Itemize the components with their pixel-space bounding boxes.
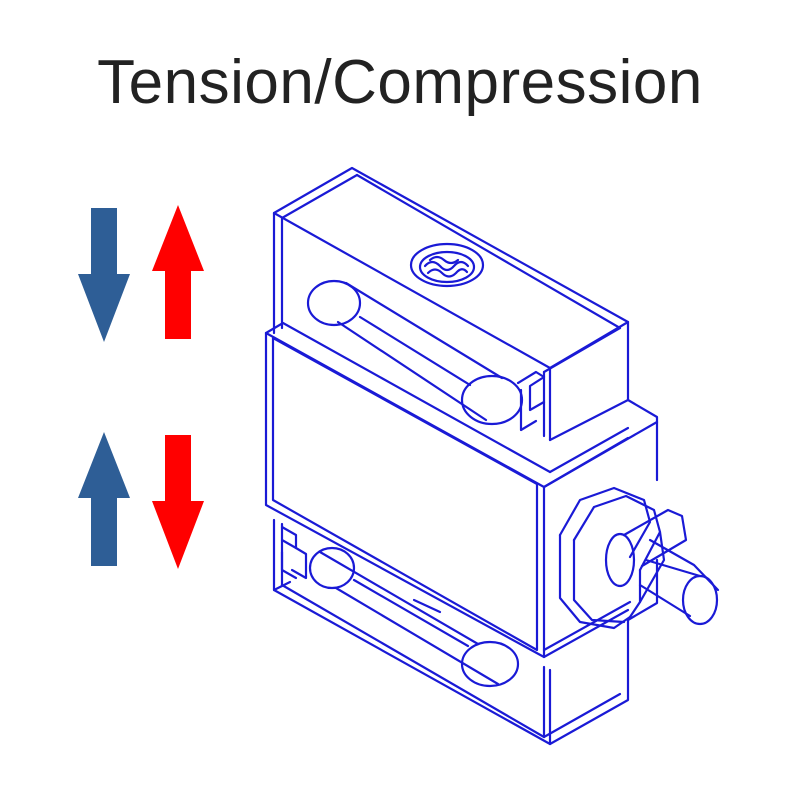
top-block	[272, 166, 630, 442]
lower-slot	[308, 546, 520, 688]
connector	[558, 486, 720, 630]
bottom-block	[272, 518, 630, 746]
arrow-down-blue-shape	[78, 208, 130, 342]
page-title: Tension/Compression	[97, 48, 703, 117]
arrow-up-blue-icon	[78, 432, 130, 566]
arrow-down-red-icon	[152, 435, 204, 569]
arrow-down-blue-icon	[78, 208, 130, 342]
bottom-notch	[280, 525, 308, 580]
top-notch	[516, 370, 546, 432]
middle-body	[264, 321, 659, 659]
arrow-up-red-icon	[152, 205, 204, 339]
upper-slot	[306, 279, 524, 426]
arrow-up-blue-shape	[78, 432, 130, 566]
threaded-hole	[409, 242, 485, 288]
arrow-down-red-shape	[152, 435, 204, 569]
arrow-up-red-shape	[152, 205, 204, 339]
